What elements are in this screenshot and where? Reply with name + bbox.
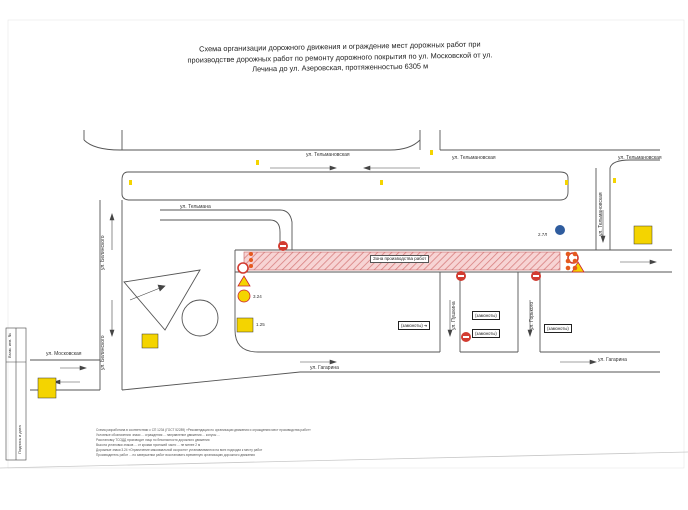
street-label-belinskogo: ул. Белинского xyxy=(100,235,106,270)
work-zone-label: Зона производства работ xyxy=(370,255,430,263)
street-label-gagarina: ул. Гагарина xyxy=(598,357,627,363)
scheme-title: Схема организации дорожного движения и о… xyxy=(170,39,510,76)
equipment-icon xyxy=(633,225,653,245)
sign-plate: (замоноты) xyxy=(472,329,500,338)
street-label-telmana: ул. Тельмана xyxy=(180,204,211,210)
sheet-bottom-edge xyxy=(0,451,688,469)
street-label-pushkina: ул. Пушкина xyxy=(451,301,457,330)
note-line: Дорожные знаки 3.24 «Ограничение максима… xyxy=(96,448,263,452)
cone-marker xyxy=(430,150,433,155)
sign-plate: (замоноты) xyxy=(472,311,500,320)
street-label-telmanovskaya: ул. Тельмановская xyxy=(618,155,662,161)
sign-plate: (замоноты) xyxy=(544,324,572,333)
note-line: Условные обозначения: знаки ... огражден… xyxy=(96,433,220,437)
cone-clusters xyxy=(249,251,578,271)
equipment-icon xyxy=(37,377,57,399)
street-label-belinskogo: ул. Белинского xyxy=(100,335,106,370)
cone-marker xyxy=(380,180,383,185)
sign-code-label: 3.24 xyxy=(253,294,262,299)
note-line: Производитель работ ... по завершении ра… xyxy=(96,453,255,457)
note-line: Схема разработана в соответствии с СП 12… xyxy=(96,428,311,432)
legend-notes: Схема разработана в соответствии с СП 12… xyxy=(96,428,366,458)
cone-marker xyxy=(613,178,616,183)
sheet-frame xyxy=(7,19,685,469)
road-network xyxy=(30,130,672,391)
street-label-telmanovskaya: ул. Тельмановская xyxy=(306,152,350,158)
cone-marker xyxy=(256,160,259,165)
road-works-sign xyxy=(237,289,251,303)
note-line: Высота установки знаков ... от кромки пр… xyxy=(96,443,201,447)
direction-arrows xyxy=(53,165,657,385)
equipment-icons xyxy=(37,225,653,399)
stamp-title: Взам. инв. № xyxy=(7,333,12,358)
street-label-telmanovskaya: ул. Тельмановская xyxy=(452,155,496,161)
stamp-frame xyxy=(5,327,27,461)
cone-marker xyxy=(129,180,132,185)
street-label-moskovskaya: ул. Московская xyxy=(46,351,82,357)
cone-marker xyxy=(565,180,568,185)
stamp-subtitle: Подпись и дата xyxy=(17,425,22,454)
sign-code-label: 1.25 xyxy=(256,322,265,327)
warning-triangle-sign xyxy=(237,275,251,287)
sign-plate: (замоноты) ➜ xyxy=(398,321,431,330)
street-label-gorkogo: ул. Горького xyxy=(529,301,535,330)
equipment-icon xyxy=(236,317,254,333)
street-label-gagarina: ул. Гагарина xyxy=(310,365,339,371)
street-label-tsentralnaya: ул. Тельмановская xyxy=(598,192,604,236)
speed-limit-sign xyxy=(237,262,249,274)
equipment-icon xyxy=(141,333,159,349)
note-line: Расстановку ТСОДД производит лицо по без… xyxy=(96,438,210,442)
priority-sign xyxy=(555,225,565,235)
stamp-block: Взам. инв. № Подпись и дата xyxy=(6,328,26,460)
road-signs xyxy=(129,150,616,342)
sign-code-label: 2.7Л xyxy=(538,232,548,237)
